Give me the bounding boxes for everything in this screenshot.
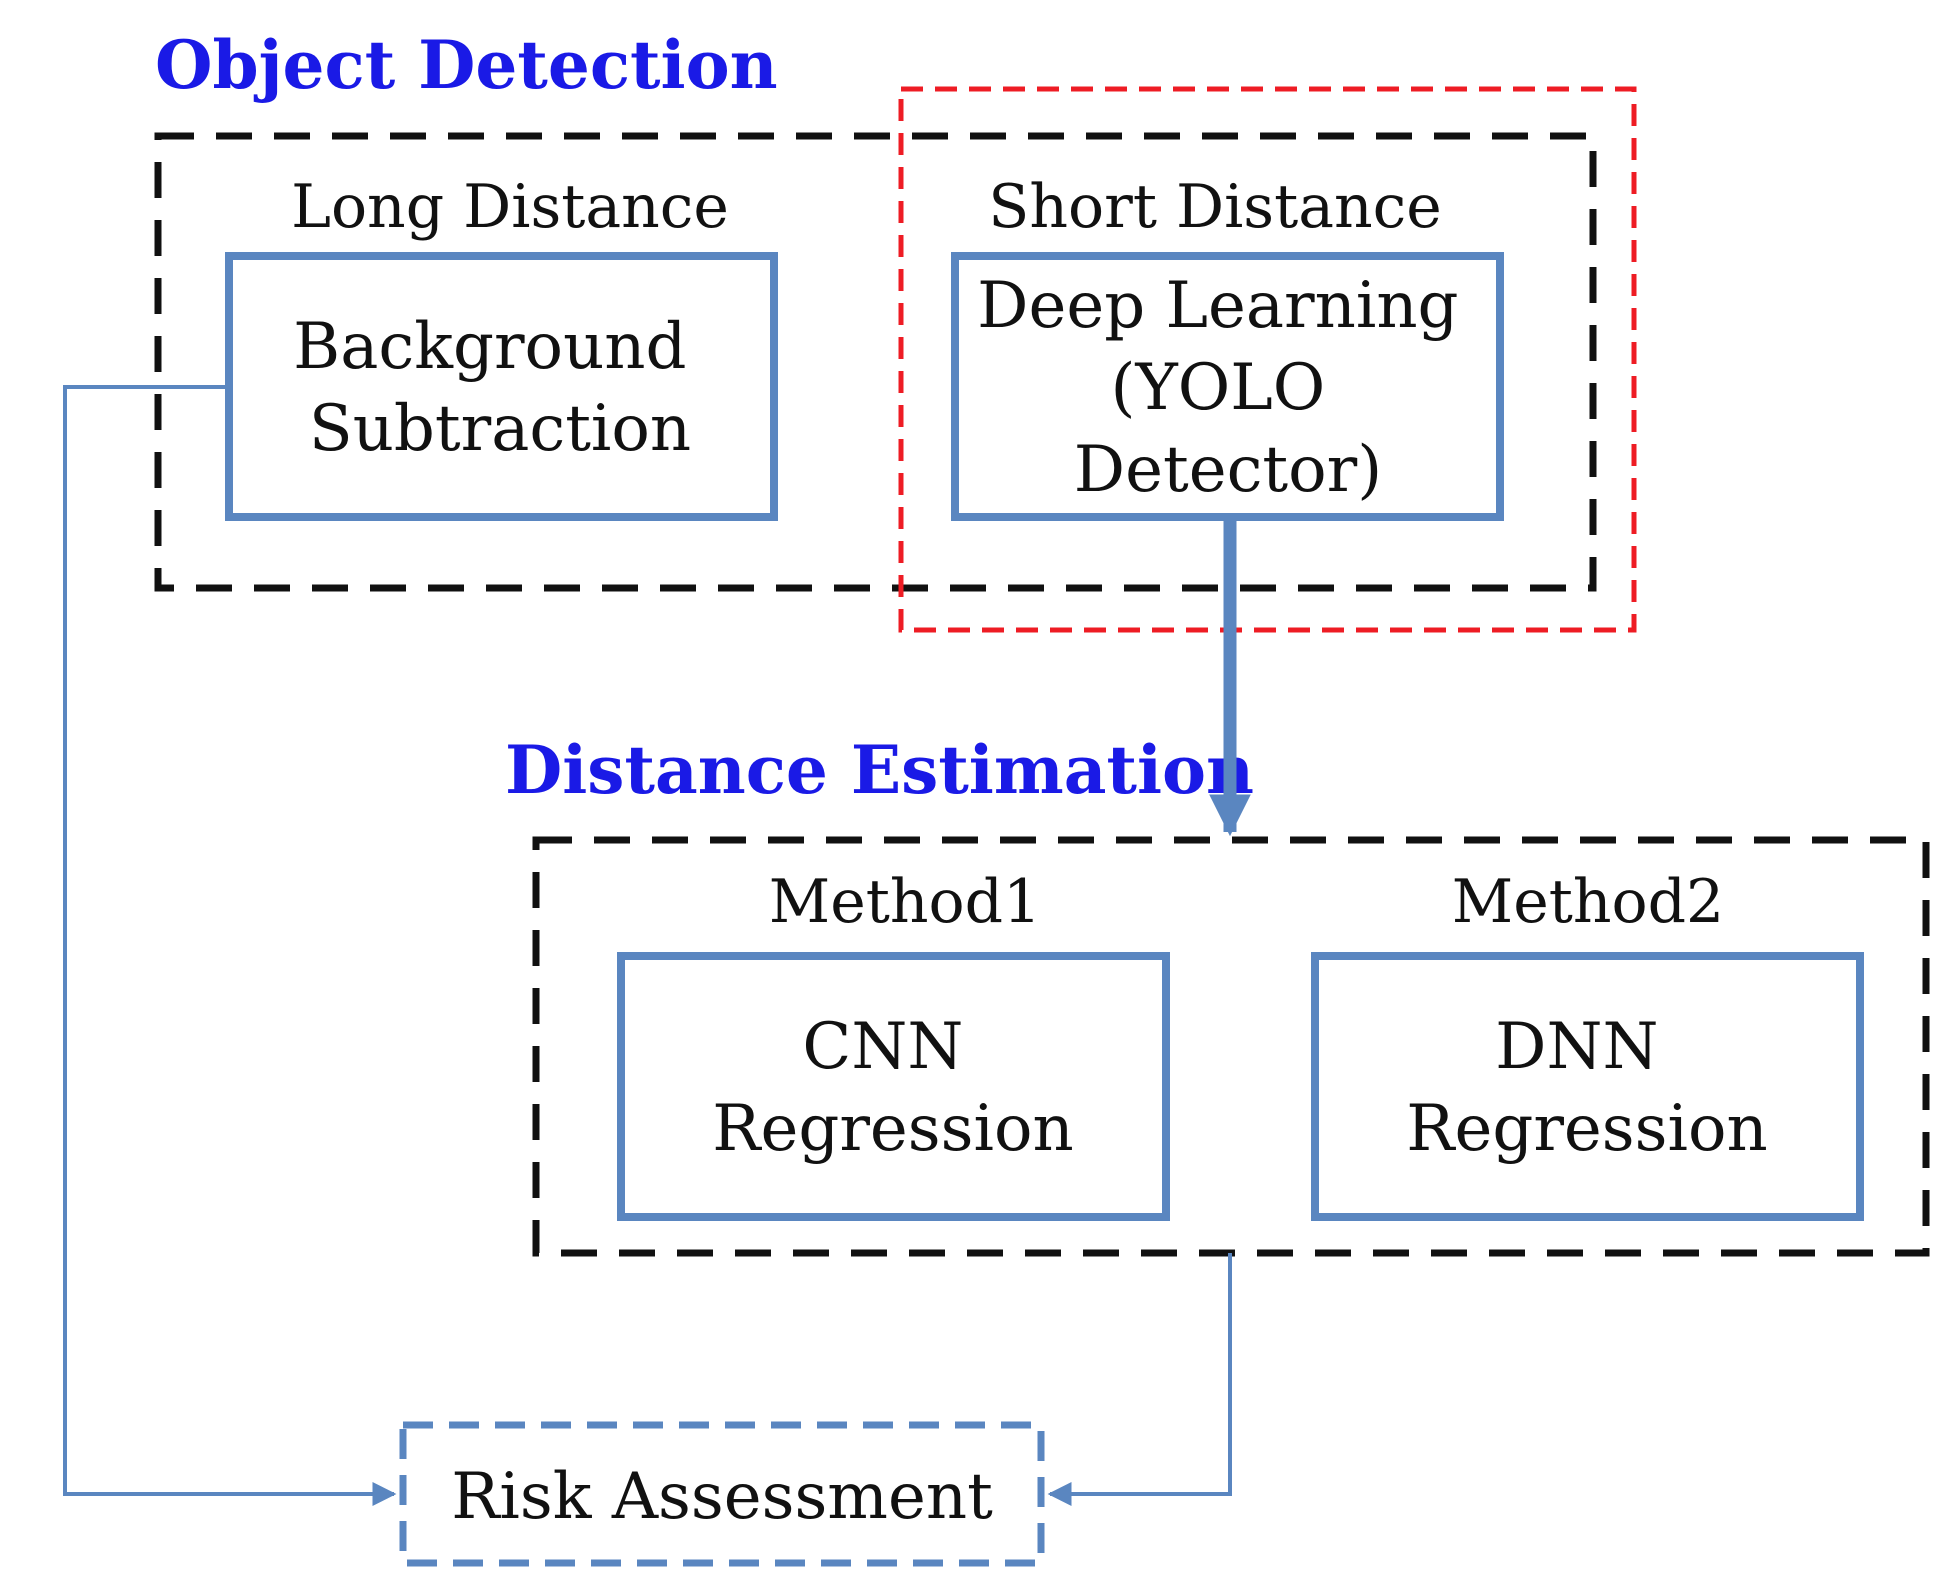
- cnn-regression-box: [617, 952, 1170, 1221]
- cnn-line2: Regression: [712, 1092, 1073, 1166]
- estimation-to-risk-connector: [1047, 1253, 1232, 1506]
- background-subtraction-line2: Subtraction: [309, 392, 691, 466]
- method1-label: Method1: [769, 867, 1041, 937]
- long-distance-label: Long Distance: [291, 172, 729, 242]
- deep-learning-line1: Deep Learning: [977, 269, 1458, 343]
- dnn-line2: Regression: [1406, 1092, 1767, 1166]
- dnn-line1: DNN: [1495, 1010, 1658, 1084]
- object-detection-title: Object Detection: [155, 26, 778, 104]
- risk-assessment-label: Risk Assessment: [451, 1460, 993, 1534]
- cnn-line1: CNN: [802, 1010, 963, 1084]
- distance-estimation-title: Distance Estimation: [505, 731, 1254, 809]
- short-distance-label: Short Distance: [988, 172, 1441, 242]
- background-subtraction-box: [225, 252, 778, 521]
- deep-learning-line3: Detector): [1074, 433, 1382, 507]
- risk-assessment-box: [399, 1421, 1045, 1567]
- object-detection-group: [154, 132, 1597, 592]
- background-subtraction-label: Background Subtraction: [293, 310, 707, 466]
- deep-learning-label: Deep Learning (YOLO Detector): [977, 269, 1479, 507]
- deep-learning-line2: (YOLO: [1111, 351, 1326, 425]
- method2-label: Method2: [1452, 867, 1724, 937]
- short-distance-highlight: [898, 86, 1637, 633]
- background-to-risk-connector: [63, 385, 397, 1506]
- dnn-regression-box: [1311, 952, 1864, 1221]
- deep-learning-box: [951, 252, 1504, 521]
- cnn-regression-label: CNN Regression: [712, 1010, 1073, 1166]
- dnn-regression-label: DNN Regression: [1406, 1010, 1767, 1166]
- background-subtraction-line1: Background: [293, 310, 686, 384]
